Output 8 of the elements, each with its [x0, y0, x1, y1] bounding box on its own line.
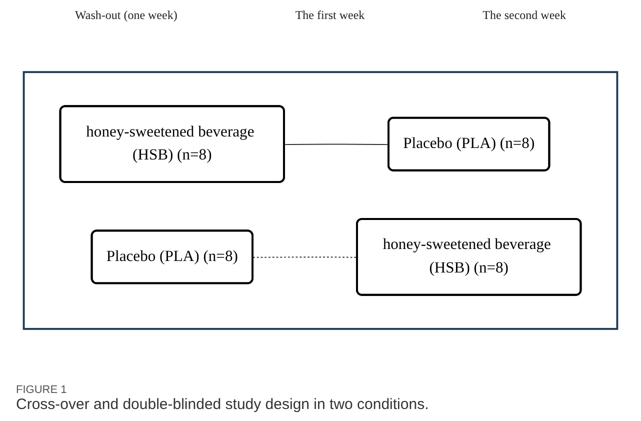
figure-number: FIGURE 1 — [16, 384, 68, 396]
note-text: The first week — [295, 8, 365, 23]
connector — [252, 256, 358, 258]
cluster — [22, 71, 618, 330]
connector — [284, 144, 390, 146]
note-text: The second week — [482, 8, 566, 23]
figure-caption: Cross-over and double-blinded study design in two conditions. — [16, 396, 430, 413]
note-text: Wash-out (one week) — [75, 8, 178, 23]
